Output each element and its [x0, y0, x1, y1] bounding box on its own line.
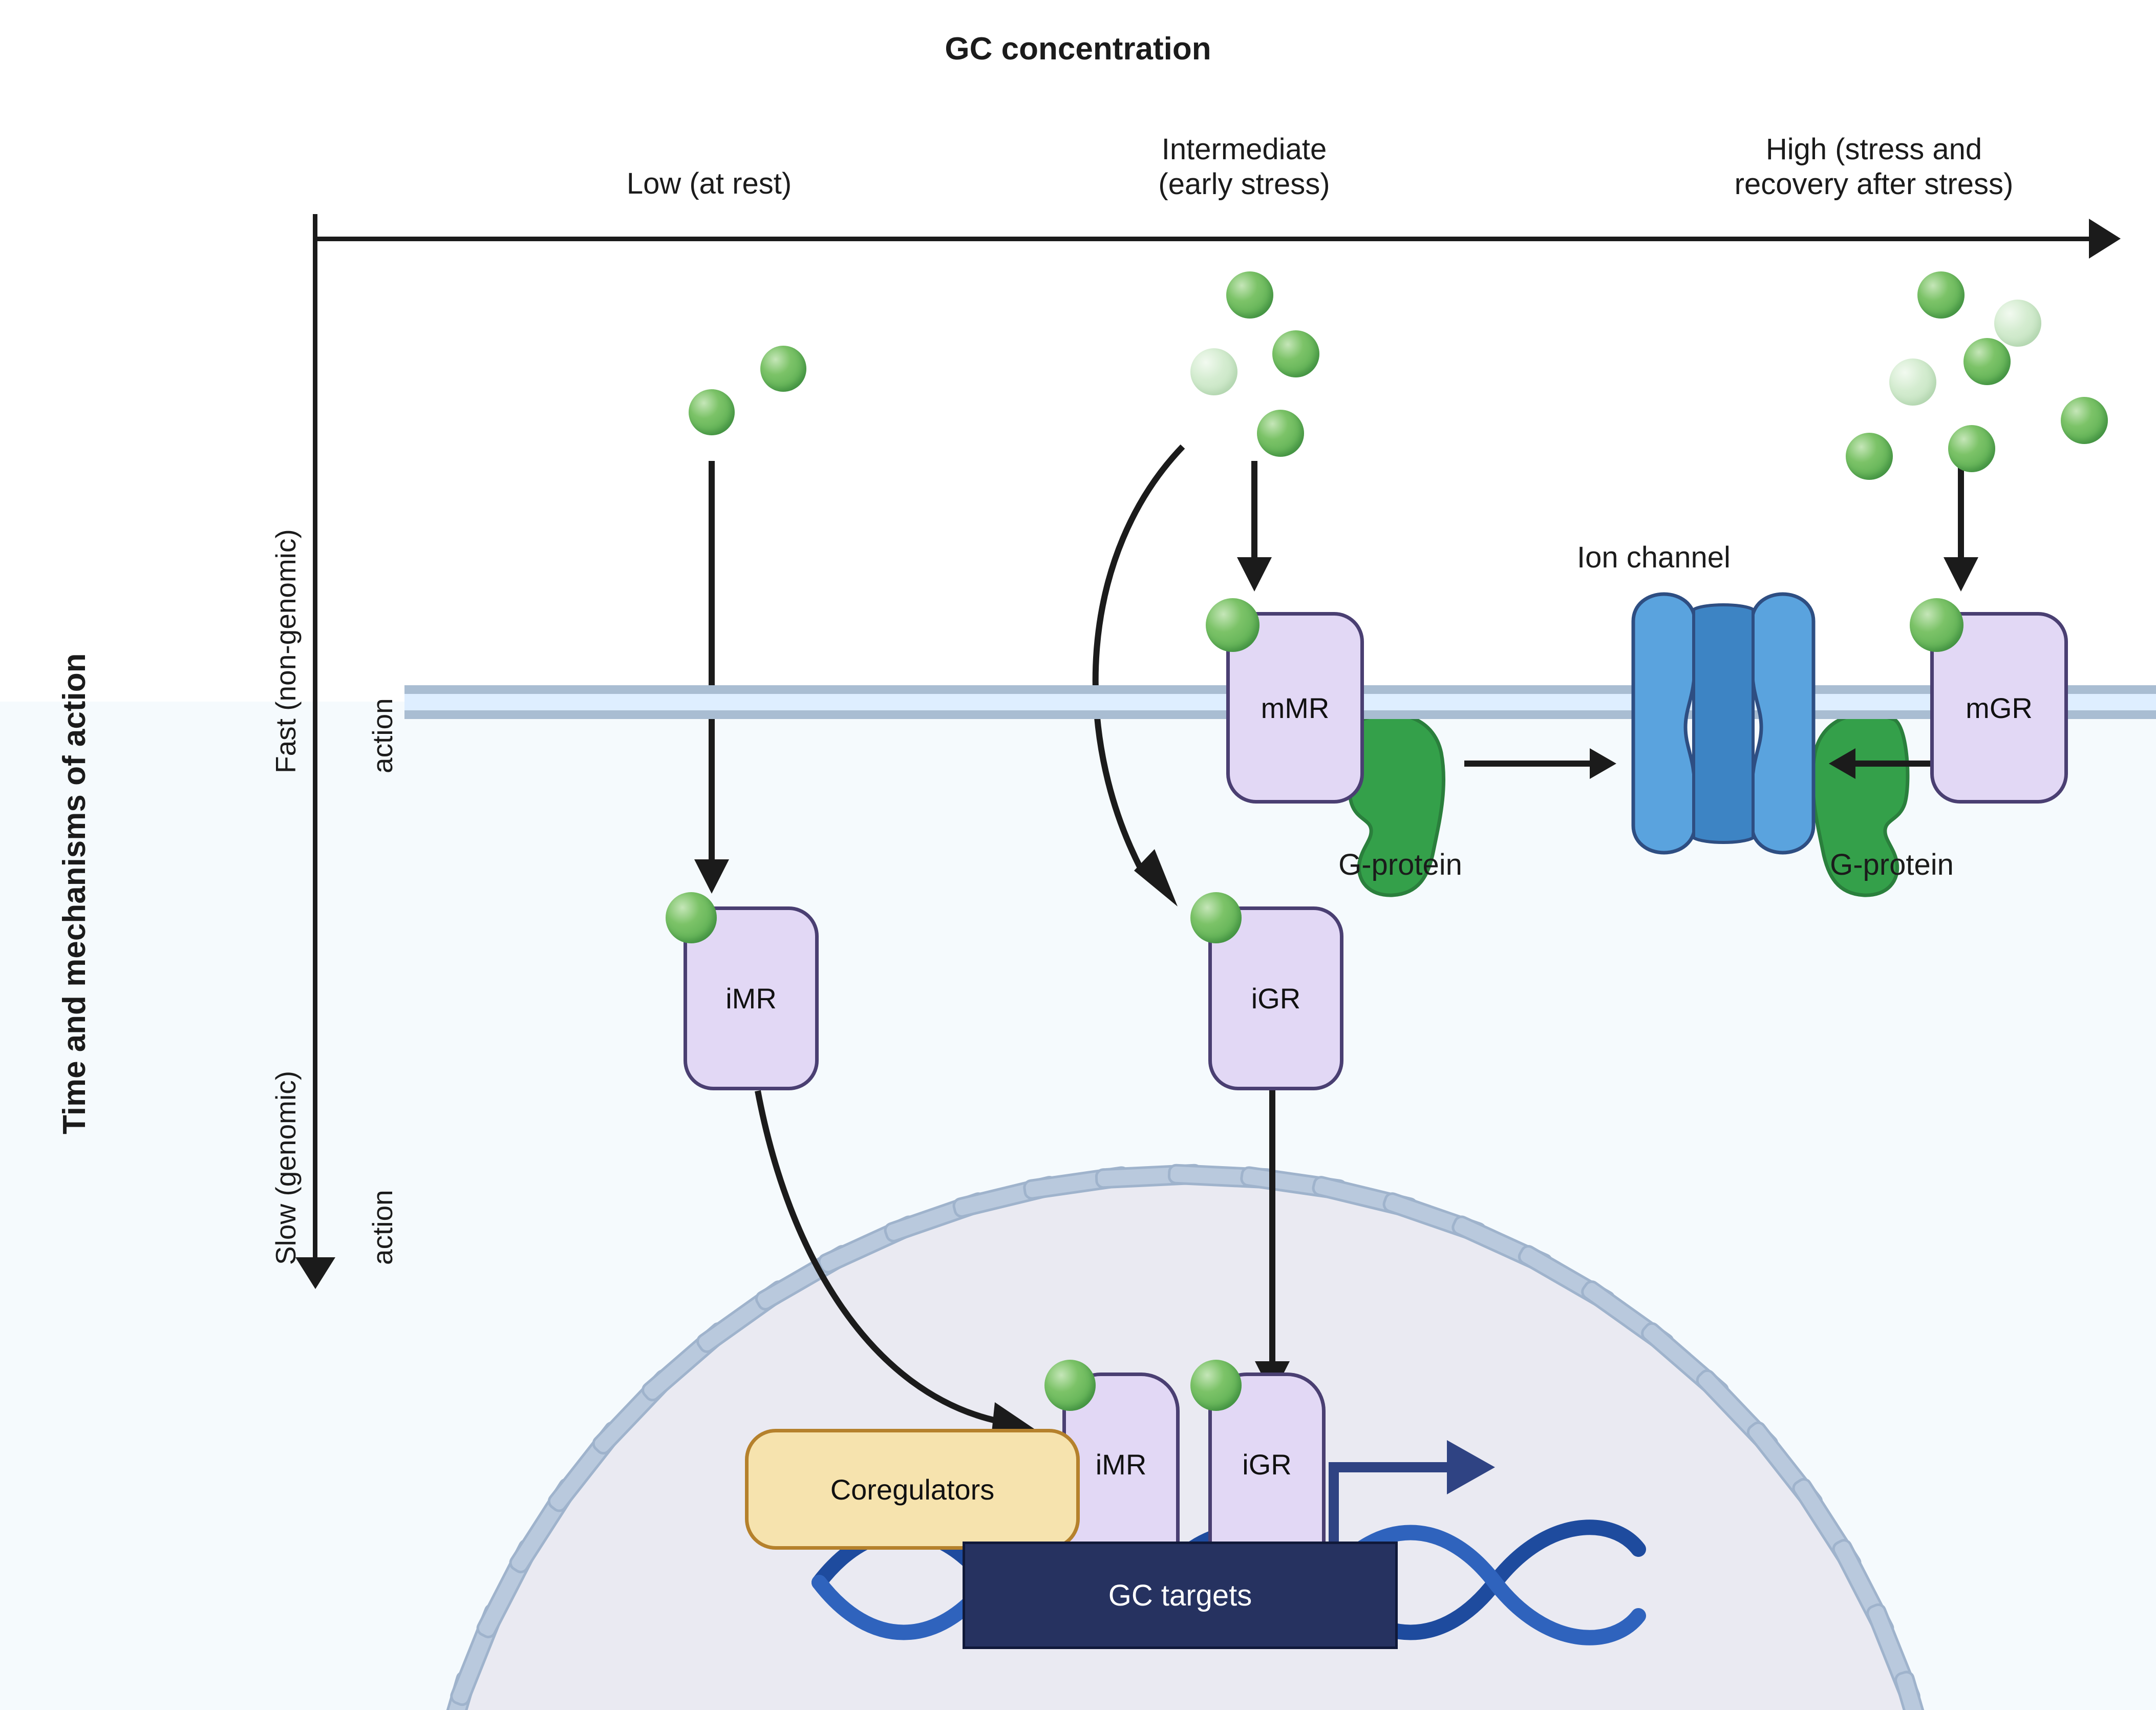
receptor-imr-nucleus-label: iMR [1095, 1448, 1147, 1481]
gc-molecule [689, 389, 735, 435]
g-protein-right-label: G-protein [1830, 848, 1954, 881]
receptor-igr-cytoplasm-label: iGR [1251, 982, 1301, 1015]
gc-targets-box[interactable]: GC targets [963, 1542, 1398, 1649]
ion-channel-label: Ion channel [1577, 541, 1731, 574]
gc-ligand-on-igr-nucleus [1190, 1360, 1242, 1411]
gc-ligand-on-imr-nucleus [1044, 1360, 1096, 1411]
arrow-gprotein-left-to-channel-head [1590, 748, 1616, 779]
gc-molecule-pale [1994, 300, 2041, 347]
x-label-low: Low (at rest) [626, 167, 792, 200]
y-label-fast: Fast (non-genomic) action [205, 529, 464, 773]
gc-molecule-pale [1889, 358, 1936, 406]
gc-molecule [1917, 271, 1965, 319]
x-label-high-line1: High (stress and [1765, 133, 1982, 166]
gc-molecule [2061, 397, 2108, 444]
y-label-slow-line2: action [367, 1190, 399, 1265]
x-label-intermediate-line2: (early stress) [1158, 167, 1330, 201]
x-axis-arrowhead [2089, 219, 2121, 259]
receptor-igr-nucleus-label: iGR [1242, 1448, 1292, 1481]
arrow-gprotein-right-to-channel-head [1829, 748, 1855, 779]
gc-molecule [760, 346, 806, 392]
x-label-high-line2: recovery after stress) [1734, 167, 2014, 201]
gc-targets-label: GC targets [1108, 1578, 1252, 1612]
coregulators-node[interactable]: Coregulators [745, 1429, 1080, 1550]
gc-molecule [1257, 410, 1304, 457]
y-axis-line [313, 214, 317, 1269]
y-label-slow: Slow (genomic) action [205, 1071, 464, 1265]
gc-molecule [1272, 330, 1319, 377]
gc-ligand-on-imr-cytoplasm [666, 892, 717, 943]
gc-molecule [1846, 433, 1893, 480]
arrow-gprotein-left-to-channel-line [1464, 761, 1592, 767]
g-protein-left-label: G-protein [1338, 848, 1462, 881]
gc-ligand-on-igr-cytoplasm [1190, 892, 1242, 943]
gc-molecule [1226, 271, 1273, 319]
receptor-imr-cytoplasm-label: iMR [725, 982, 777, 1015]
gc-ligand-on-mgr [1910, 598, 1963, 652]
receptor-mmr-label: mMR [1261, 691, 1330, 724]
arrow-high-to-mgr [1944, 461, 1978, 592]
coregulators-label: Coregulators [830, 1473, 995, 1506]
x-axis-line [315, 237, 2097, 241]
arrow-intermediate-to-mmr [1237, 461, 1272, 592]
y-label-slow-line1: Slow (genomic) [269, 1070, 302, 1265]
receptor-mgr-label: mGR [1966, 691, 2033, 724]
y-axis-arrowhead [295, 1257, 335, 1289]
y-axis-title: Time and mechanisms of action [57, 653, 92, 1134]
figure-title: GC concentration [945, 31, 1211, 67]
gc-molecule-pale [1190, 348, 1237, 395]
gc-molecule [1948, 425, 1995, 472]
x-label-intermediate: Intermediate (early stress) [1091, 132, 1398, 202]
x-label-high: High (stress and recovery after stress) [1654, 132, 2094, 202]
gc-ligand-on-mmr [1206, 598, 1260, 652]
y-label-fast-line2: action [367, 698, 399, 773]
y-label-fast-line1: Fast (non-genomic) [269, 529, 302, 773]
x-label-intermediate-line1: Intermediate [1161, 133, 1327, 166]
gc-molecule [1963, 338, 2011, 385]
